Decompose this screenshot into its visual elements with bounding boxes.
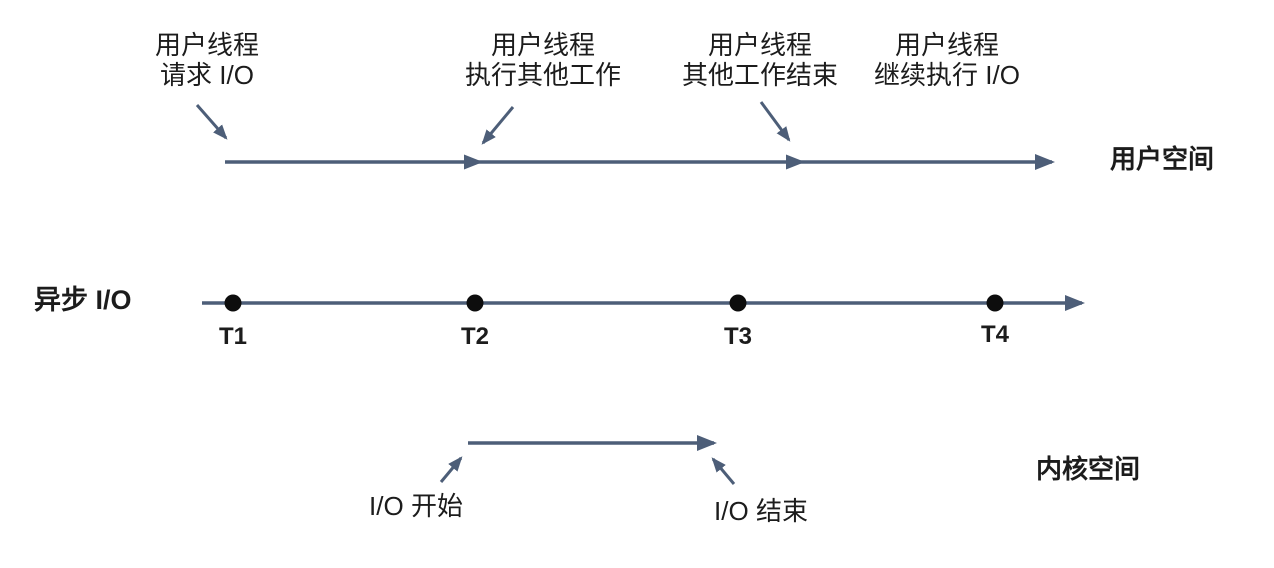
annotation-arrow-io-end: [711, 457, 736, 485]
annotation-line1: 用户线程: [154, 30, 260, 60]
timeline-point-t3: [729, 294, 747, 312]
tick-label-t2: T2: [460, 323, 490, 350]
io-start-label: I/O 开始: [369, 491, 463, 521]
annotation-arrow-work-done: [759, 101, 791, 142]
kernel-space-lane-label: 内核空间: [1036, 454, 1141, 484]
annotation-user-thread-continue-io: 用户线程 继续执行 I/O: [874, 30, 1020, 90]
timeline-point-t1: [224, 294, 242, 312]
annotation-user-thread-other-work: 用户线程 执行其他工作: [465, 30, 621, 90]
annotation-line1: 用户线程: [490, 30, 596, 60]
diagram-title: 异步 I/O: [34, 285, 132, 315]
annotation-arrow-io-start: [439, 456, 463, 483]
annotation-user-thread-request-io: 用户线程 请求 I/O: [155, 30, 259, 90]
mid-arrowhead-icon: [786, 154, 805, 170]
annotation-line1: 用户线程: [894, 30, 999, 60]
annotation-line2: 执行其他工作: [464, 60, 622, 90]
annotation-line2: 继续执行 I/O: [874, 60, 1020, 90]
user-space-lane-label: 用户空间: [1110, 144, 1215, 174]
annotation-arrow-request-io: [195, 104, 228, 140]
annotation-user-thread-work-done: 用户线程 其他工作结束: [682, 30, 838, 90]
tick-label-t4: T4: [980, 321, 1010, 348]
mid-arrowhead-icon: [464, 154, 483, 170]
timeline-point-t4: [986, 294, 1004, 312]
annotation-line2: 其他工作结束: [681, 60, 839, 90]
annotation-arrow-other-work: [481, 106, 515, 145]
io-end-label: I/O 结束: [714, 496, 808, 526]
tick-label-t1: T1: [218, 323, 248, 350]
annotation-line1: 用户线程: [707, 30, 813, 60]
annotation-line2: 请求 I/O: [160, 60, 254, 90]
tick-label-t3: T3: [723, 323, 753, 350]
timeline-point-t2: [466, 294, 484, 312]
